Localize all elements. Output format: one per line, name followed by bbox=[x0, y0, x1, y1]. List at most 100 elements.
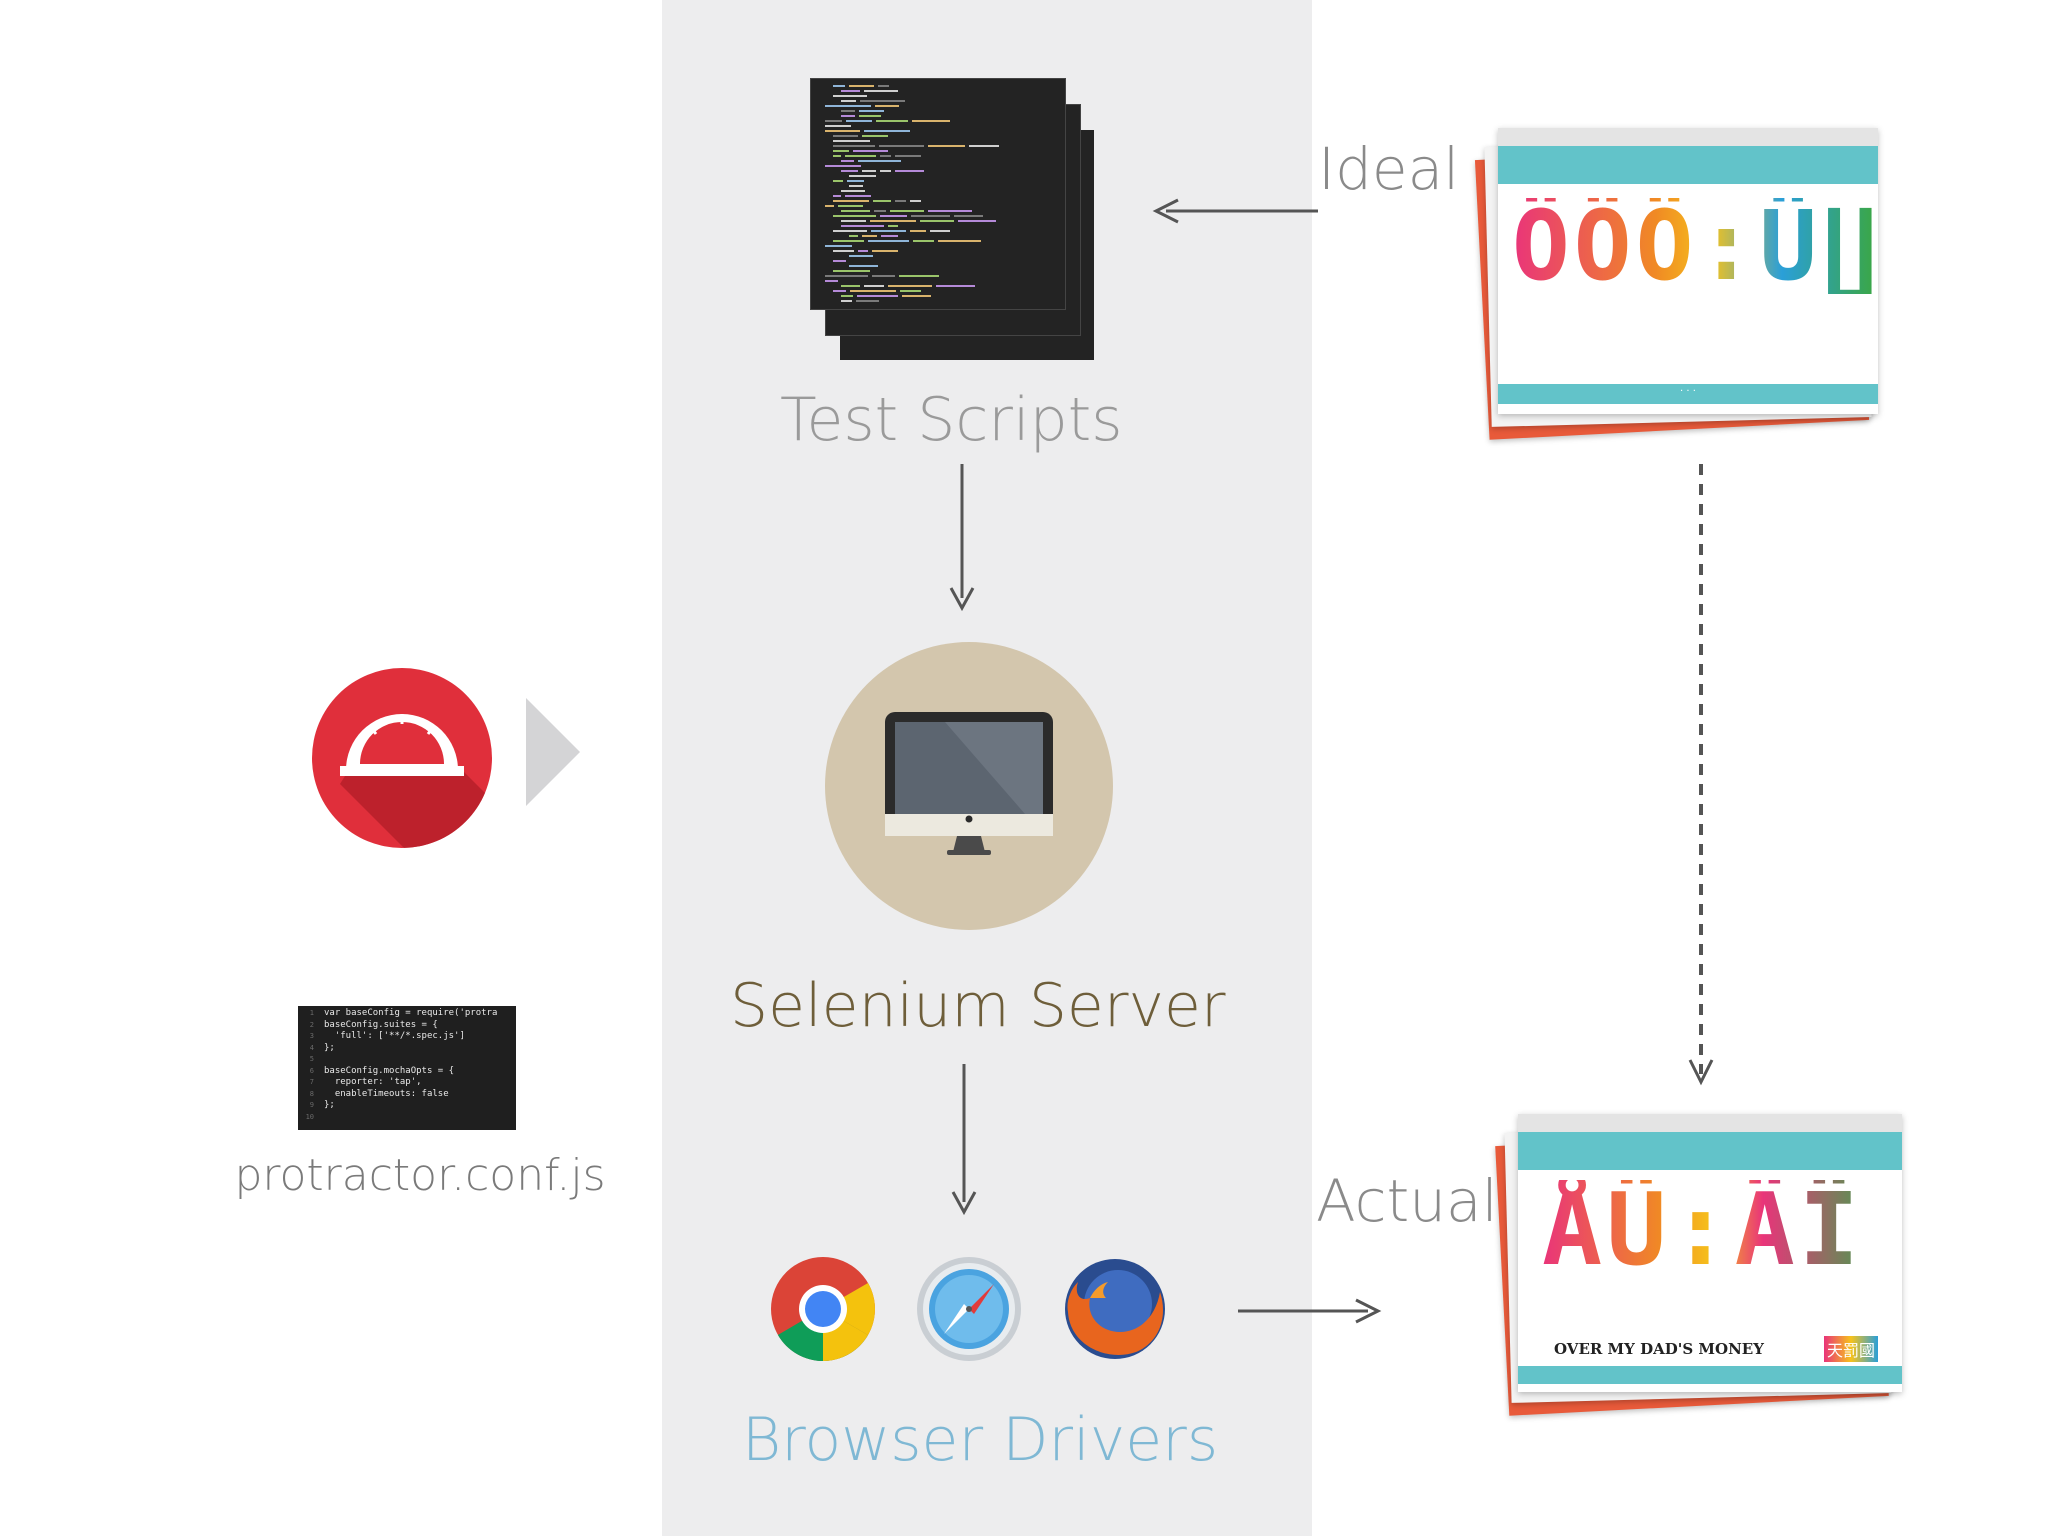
code-line-segment bbox=[920, 220, 954, 222]
code-line-segment bbox=[878, 85, 889, 87]
actual-label: Actual bbox=[1316, 1167, 1498, 1235]
code-line-segment bbox=[845, 155, 876, 157]
conf-line-number: 5 bbox=[309, 1055, 314, 1063]
conf-line-number: 10 bbox=[305, 1112, 314, 1121]
server-circle bbox=[825, 642, 1113, 930]
code-line-segment bbox=[880, 170, 891, 172]
code-line-segment bbox=[825, 205, 834, 207]
conf-line-number: 4 bbox=[309, 1043, 314, 1052]
code-line-segment bbox=[895, 155, 921, 157]
code-line-segment bbox=[911, 215, 950, 217]
code-line-segment bbox=[841, 225, 884, 227]
code-line-segment bbox=[938, 240, 981, 242]
code-line-segment bbox=[954, 215, 983, 217]
actual-site-tagline: OVER MY DAD'S MONEY bbox=[1554, 1340, 1764, 1358]
arrow-ideal-to-actual bbox=[1688, 464, 1714, 1086]
code-line-segment bbox=[841, 115, 855, 117]
actual-shot-front: ÅÜ:ÄÏ OVER MY DAD'S MONEY 天罰國 bbox=[1518, 1114, 1902, 1392]
code-line-segment bbox=[864, 90, 898, 92]
code-line-segment bbox=[858, 160, 901, 162]
code-line-segment bbox=[833, 195, 841, 197]
actual-site-footer bbox=[1518, 1366, 1902, 1384]
code-line-segment bbox=[841, 210, 870, 212]
code-line-segment bbox=[849, 185, 863, 187]
conf-code-line: enableTimeouts: false bbox=[324, 1088, 449, 1099]
code-line-segment bbox=[969, 145, 999, 147]
test-scripts-stack bbox=[810, 78, 1096, 360]
code-line-segment bbox=[872, 250, 898, 252]
ideal-shot-front: ÖÖÖ:Ü∐ · · · bbox=[1498, 128, 1879, 414]
conf-line-number: 1 bbox=[309, 1009, 314, 1017]
protractor-logo-icon bbox=[312, 668, 492, 848]
conf-file-label: protractor.conf.js bbox=[234, 1150, 606, 1201]
code-line-segment bbox=[833, 250, 854, 252]
code-line-segment bbox=[841, 285, 860, 287]
code-line-segment bbox=[833, 140, 870, 142]
ideal-site-tagline: · · · bbox=[1680, 386, 1696, 397]
code-line-segment bbox=[910, 230, 926, 232]
code-line-segment bbox=[833, 145, 875, 147]
code-line-segment bbox=[873, 200, 891, 202]
code-line-segment bbox=[895, 200, 906, 202]
code-line-segment bbox=[833, 230, 867, 232]
conf-code-line bbox=[324, 1054, 514, 1066]
actual-site-header bbox=[1518, 1132, 1902, 1170]
code-line-segment bbox=[833, 95, 867, 97]
code-line-segment bbox=[888, 225, 898, 227]
code-line-segment bbox=[936, 285, 975, 287]
browser-drivers-label: Browser Drivers bbox=[741, 1405, 1219, 1475]
code-line-segment bbox=[856, 300, 879, 302]
conf-code-line: }; bbox=[324, 1042, 335, 1053]
conf-line-number: 6 bbox=[309, 1066, 314, 1075]
code-line-segment bbox=[841, 220, 866, 222]
code-card-front bbox=[810, 78, 1066, 310]
code-line-segment bbox=[849, 235, 858, 237]
conf-line-number: 7 bbox=[309, 1078, 314, 1086]
code-line-segment bbox=[825, 120, 842, 122]
code-line-segment bbox=[875, 105, 899, 107]
chrome-icon bbox=[771, 1257, 875, 1361]
code-lines-graphic bbox=[825, 85, 999, 302]
code-line-segment bbox=[849, 175, 876, 177]
code-line-segment bbox=[862, 235, 877, 237]
actual-site-badge: 天罰國 bbox=[1824, 1336, 1879, 1362]
conf-line-number: 8 bbox=[309, 1089, 314, 1098]
code-line-segment bbox=[853, 150, 888, 152]
code-line-segment bbox=[930, 230, 950, 232]
code-line-segment bbox=[880, 215, 907, 217]
play-triangle-icon bbox=[526, 698, 580, 806]
code-line-segment bbox=[859, 115, 881, 117]
code-line-segment bbox=[841, 90, 860, 92]
code-line-segment bbox=[858, 250, 868, 252]
code-line-segment bbox=[860, 100, 905, 102]
code-line-segment bbox=[859, 110, 884, 112]
ideal-label: Ideal bbox=[1318, 135, 1460, 203]
ideal-browser-chrome bbox=[1498, 128, 1878, 146]
code-line-segment bbox=[899, 275, 939, 277]
code-line-segment bbox=[825, 245, 852, 247]
code-line-segment bbox=[890, 210, 924, 212]
code-line-segment bbox=[862, 135, 888, 137]
code-line-segment bbox=[888, 285, 932, 287]
ideal-site-footer bbox=[1498, 384, 1878, 404]
code-line-segment bbox=[825, 165, 861, 167]
code-line-segment bbox=[864, 285, 884, 287]
code-line-segment bbox=[849, 265, 878, 267]
code-line-segment bbox=[849, 85, 874, 87]
code-line-segment bbox=[841, 190, 865, 192]
code-line-segment bbox=[841, 295, 853, 297]
code-line-segment bbox=[872, 275, 895, 277]
code-line-segment bbox=[833, 200, 869, 202]
code-line-segment bbox=[928, 210, 972, 212]
code-line-segment bbox=[881, 235, 898, 237]
code-line-segment bbox=[868, 240, 909, 242]
arrow-scripts-to-server bbox=[949, 464, 975, 612]
conf-line-number: 9 bbox=[309, 1101, 314, 1109]
code-line-segment bbox=[958, 220, 996, 222]
test-scripts-label: Test Scripts bbox=[780, 385, 1123, 455]
code-line-segment bbox=[912, 120, 950, 122]
conf-code-line: baseConfig.mochaOpts = { bbox=[324, 1065, 455, 1076]
code-line-segment bbox=[825, 105, 871, 107]
code-line-segment bbox=[833, 260, 846, 262]
